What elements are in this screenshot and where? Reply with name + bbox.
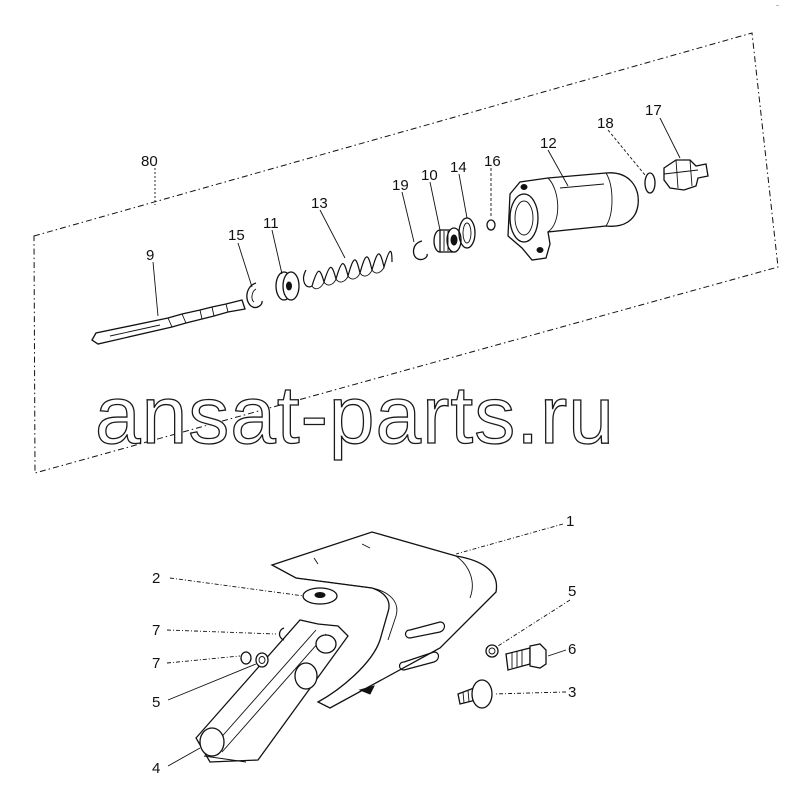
spring-seat — [275, 271, 300, 301]
label-12: 12 — [540, 135, 557, 152]
piston — [433, 227, 462, 253]
bolt — [505, 643, 547, 671]
o-ring — [644, 172, 656, 194]
washer-2 — [302, 587, 338, 605]
circlip-b — [412, 240, 428, 261]
label-7-lower: 7 — [152, 655, 160, 672]
label-15: 15 — [228, 227, 245, 244]
label-13: 13 — [311, 195, 328, 212]
label-6: 6 — [568, 641, 576, 658]
circlip-a — [246, 282, 263, 309]
label-9: 9 — [146, 247, 154, 264]
label-5-right: 5 — [568, 583, 576, 600]
label-5-left: 5 — [152, 694, 160, 711]
seal-ring — [458, 217, 476, 249]
label-19: 19 — [392, 177, 409, 194]
label-14: 14 — [450, 159, 467, 176]
washer-5-right — [485, 644, 499, 658]
lower-leader-lines — [166, 523, 571, 767]
spring-guide-rod — [91, 299, 246, 345]
lever — [195, 619, 349, 763]
label-7-upper: 7 — [152, 622, 160, 639]
upper-labels: 80 9 15 11 13 19 10 14 16 12 18 17 — [141, 102, 662, 264]
label-11: 11 — [263, 215, 279, 232]
compression-spring — [302, 250, 393, 290]
cotter-pin-upper — [278, 627, 285, 641]
label-80: 80 — [141, 153, 158, 170]
fitting — [663, 159, 709, 191]
corner-mark: – — [776, 3, 780, 9]
washer-5-left — [255, 652, 269, 668]
label-1: 1 — [566, 513, 574, 530]
label-4: 4 — [152, 760, 160, 777]
cylinder-body — [507, 172, 639, 261]
label-18: 18 — [597, 115, 614, 132]
upper-leader-lines — [152, 117, 681, 317]
pin — [457, 679, 493, 709]
mounting-bracket — [270, 531, 498, 709]
label-3: 3 — [568, 684, 576, 701]
lower-labels: 1 2 7 7 5 4 5 6 3 — [152, 513, 576, 777]
label-17: 17 — [645, 102, 662, 119]
label-16: 16 — [484, 153, 501, 170]
cotter-pin-lower — [240, 651, 252, 665]
label-2: 2 — [152, 570, 160, 587]
assembly-boundary — [33, 32, 779, 474]
small-ring — [486, 219, 496, 231]
watermark: ansat-parts.ru — [95, 370, 615, 461]
label-10: 10 — [421, 167, 438, 184]
